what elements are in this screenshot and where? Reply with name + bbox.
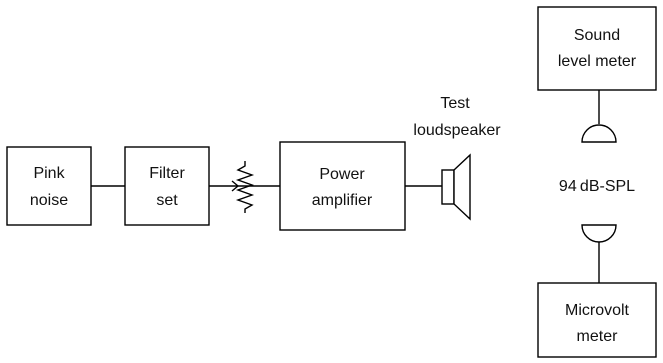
test-loudspeaker-label-line2: loudspeaker: [413, 122, 501, 139]
pink-noise-label-line1: Pink: [33, 165, 65, 182]
sound-pressure-level-label: 94 dB-SPL: [559, 178, 635, 195]
filter-set-label-line2: set: [156, 192, 178, 209]
pink-noise-label-line2: noise: [30, 192, 68, 209]
sound-level-meter-label-line1: Sound: [574, 27, 620, 44]
loudspeaker-icon: [441, 153, 471, 221]
power-amplifier-label-line2: amplifier: [312, 192, 373, 209]
pink-noise-block: Pink noise: [6, 146, 92, 226]
filter-set-label-line1: Filter: [149, 165, 185, 182]
attenuator-icon: [209, 161, 280, 213]
power-amplifier-block: Power amplifier: [279, 141, 406, 231]
test-loudspeaker-label-line1: Test: [440, 95, 470, 112]
microvolt-meter-label-line2: meter: [577, 328, 619, 345]
power-amplifier-label-line1: Power: [319, 166, 365, 183]
microphone-icon: [581, 224, 617, 243]
sound-level-meter-block: Sound level meter: [537, 6, 657, 91]
microvolt-meter-label-line1: Microvolt: [565, 302, 630, 319]
sound-level-meter-label-line2: level meter: [558, 53, 637, 70]
filter-set-block: Filter set: [124, 146, 210, 226]
microphone-icon: [581, 124, 617, 143]
microvolt-meter-block: Microvolt meter: [537, 282, 657, 358]
